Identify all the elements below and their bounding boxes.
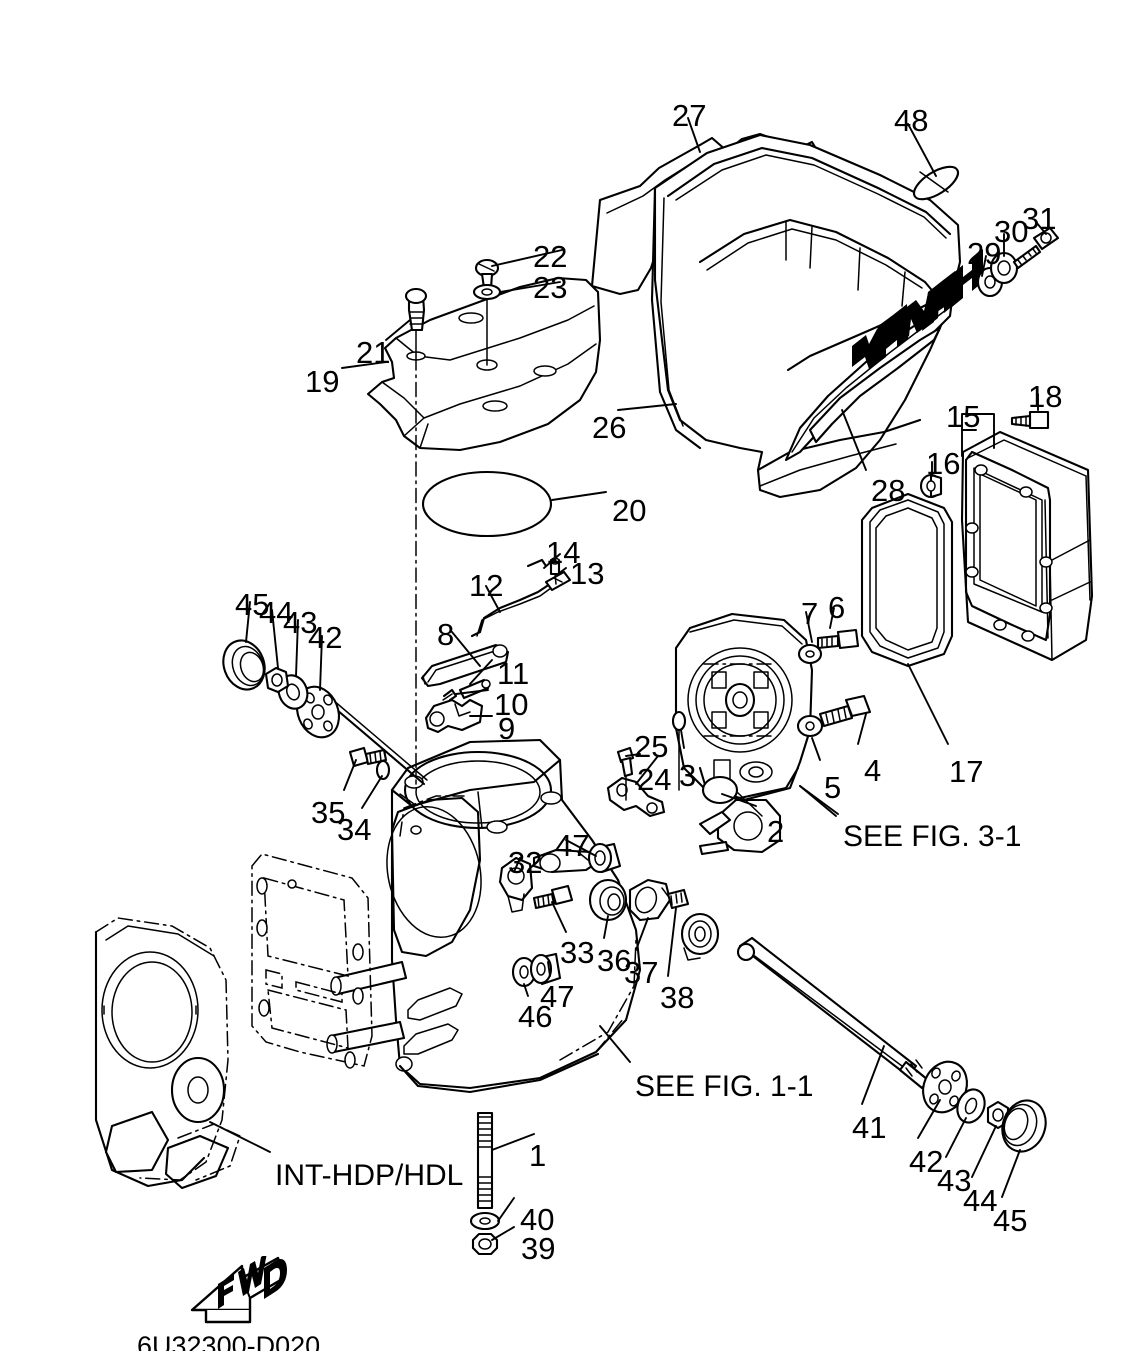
callout-number-9: 9 [498, 711, 516, 746]
part-16-grommet [919, 473, 943, 499]
callout-number-10: 10 [494, 687, 529, 722]
callout-number-42: 42 [909, 1144, 944, 1179]
throttle-linkage [498, 746, 720, 988]
callout-number-5: 5 [824, 770, 842, 805]
part-12-rod [470, 570, 572, 638]
callout-number-44: 44 [259, 595, 294, 630]
callout-number-33: 33 [560, 935, 595, 970]
top-plate-19 [366, 276, 602, 452]
callout-number-45: 45 [235, 587, 270, 622]
intake-body [326, 738, 642, 1094]
part-17-gasket [860, 492, 954, 668]
callout-number-42: 42 [308, 620, 343, 655]
part-5-washer [796, 714, 824, 738]
silencer-cover-15 [960, 430, 1094, 662]
text-label-int-hdp-hdl: INT-HDP/HDL [275, 1159, 464, 1192]
callout-number-1: 1 [529, 1138, 547, 1173]
callout-number-15: 15 [946, 399, 981, 434]
intake-gasket [251, 853, 373, 1069]
callout-number-21: 21 [356, 335, 391, 370]
callout-number-43: 43 [937, 1163, 972, 1198]
callout-number-41: 41 [852, 1110, 887, 1145]
callout-number-7: 7 [801, 596, 819, 631]
part-8-sleeve [420, 643, 510, 688]
callout-number-3: 3 [679, 758, 697, 793]
part-22-screw [474, 258, 500, 290]
part-7-washer [797, 643, 823, 665]
callout-number-18: 18 [1028, 379, 1063, 414]
left-shaft-assembly [222, 639, 428, 786]
callout-number-14: 14 [546, 535, 581, 570]
callout-number-29: 29 [967, 236, 1002, 271]
callout-number-2: 2 [767, 814, 785, 849]
callout-number-17: 17 [949, 754, 984, 789]
callout-number-6: 6 [828, 590, 846, 625]
part-18-bolt [1010, 410, 1050, 430]
callout-number-11: 11 [497, 656, 530, 691]
callout-number-47: 47 [555, 828, 590, 863]
part-9-bracket [424, 698, 484, 734]
callout-number-4: 4 [864, 753, 882, 788]
top-cowling-group [590, 132, 983, 499]
callout-number-47: 47 [540, 979, 575, 1014]
callout-number-8: 8 [437, 617, 455, 652]
int-hdp-hdl-block [94, 917, 241, 1190]
callout-number-13: 13 [570, 556, 605, 591]
leader-lines [209, 117, 1047, 1241]
callout-number-35: 35 [311, 795, 346, 830]
text-label-see-fig-1-1: SEE FIG. 1-1 [635, 1070, 814, 1103]
callout-number-19: 19 [305, 364, 340, 399]
callout-number-38: 38 [660, 980, 695, 1015]
callout-number-45: 45 [993, 1203, 1028, 1238]
callout-number-28: 28 [871, 473, 906, 508]
text-label-see-fig-3-1: SEE FIG. 3-1 [843, 820, 1022, 853]
callout-number-30: 30 [994, 214, 1029, 249]
stud-assembly [469, 1111, 501, 1256]
callout-number-16: 16 [926, 446, 961, 481]
callout-number-48: 48 [894, 103, 929, 138]
callout-number-46: 46 [518, 999, 553, 1034]
part-6-bolt [816, 628, 860, 650]
callout-number-39: 39 [521, 1231, 556, 1266]
parts-29-30-31 [976, 226, 1060, 298]
callout-number-12: 12 [469, 568, 504, 603]
right-shaft-assembly [736, 936, 1047, 1153]
callout-number-36: 36 [597, 943, 632, 978]
callout-number-23: 23 [533, 270, 568, 305]
callout-number-40: 40 [520, 1202, 555, 1237]
fwd-direction-badge [186, 1253, 290, 1333]
callout-number-43: 43 [283, 605, 318, 640]
callout-number-22: 22 [533, 239, 568, 274]
callout-number-25: 25 [634, 729, 669, 764]
callout-number-24: 24 [637, 762, 672, 797]
yamaha-decal-glyphs [852, 249, 983, 369]
part-23-washer [472, 283, 502, 301]
callout-number-44: 44 [963, 1183, 998, 1218]
callout-number-26: 26 [592, 410, 627, 445]
callout-number-27: 27 [672, 98, 707, 133]
starter-housing [671, 612, 814, 856]
part-21-bolt [404, 287, 428, 332]
part-14-pin [526, 558, 548, 568]
part-48-plug [912, 165, 960, 201]
callout-number-37: 37 [624, 955, 659, 990]
part-11-pin [458, 678, 491, 700]
part-20-seal [421, 470, 553, 538]
callout-number-34: 34 [337, 812, 372, 847]
part-4-bolt [818, 694, 872, 728]
callout-number-32: 32 [508, 845, 543, 880]
part-10-clip [442, 688, 458, 702]
callout-number-20: 20 [612, 493, 647, 528]
callout-number-31: 31 [1022, 201, 1057, 236]
diagram-part-code: 6U32300-D020 [137, 1331, 321, 1351]
